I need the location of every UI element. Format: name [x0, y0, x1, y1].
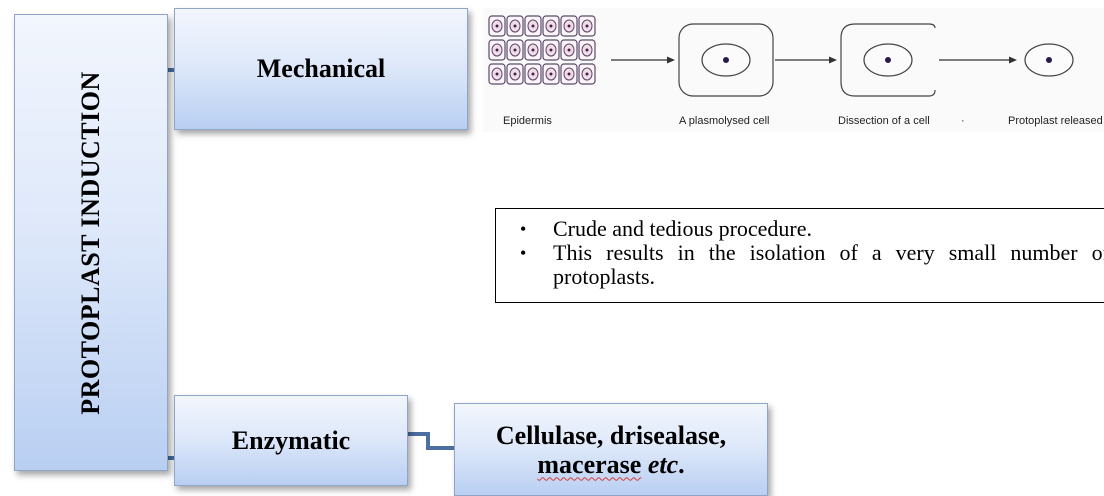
enzymatic-methods-line2: macerase etc.: [537, 450, 684, 479]
epidermis-cells: [488, 15, 596, 85]
released-protoplast: [1024, 43, 1074, 77]
caption-separator: ·: [961, 115, 965, 127]
plasmolysed-cell: [678, 23, 774, 97]
root-node-box: PROTOPLAST INDUCTION: [14, 14, 168, 471]
mechanical-notes-box: Crude and tedious procedure. This result…: [495, 208, 1104, 303]
caption-epidermis: Epidermis: [503, 115, 552, 127]
mechanical-notes-list: Crude and tedious procedure. This result…: [518, 217, 1104, 289]
dissected-cell: [840, 23, 936, 97]
caption-protoplast-released: Protoplast released: [1008, 115, 1103, 127]
enzymatic-connector: [406, 432, 456, 450]
mechanical-process-figure: Epidermis A plasmolysed cell Dissection …: [483, 8, 1104, 132]
macerase-word: macerase: [537, 449, 642, 479]
note-item: This results in the isolation of a very …: [518, 241, 1104, 289]
mechanical-label: Mechanical: [256, 54, 386, 83]
etc-word: etc: [647, 449, 679, 479]
enzymatic-label: Enzymatic: [231, 425, 351, 455]
enzymatic-methods-node: Cellulase, drisealase, macerase etc.: [454, 403, 768, 496]
process-arrows: [611, 56, 1017, 64]
caption-dissection: Dissection of a cell: [838, 115, 930, 127]
enzymatic-methods-line1: Cellulase, drisealase,: [495, 420, 727, 450]
root-node-label: PROTOPLAST INDUCTION: [76, 70, 105, 415]
enzymatic-node: Enzymatic: [174, 395, 408, 486]
caption-plasmolysed-cell: A plasmolysed cell: [679, 115, 770, 127]
methods-period: .: [678, 449, 685, 479]
note-item: Crude and tedious procedure.: [518, 217, 1104, 242]
mechanical-node: Mechanical: [174, 8, 468, 130]
